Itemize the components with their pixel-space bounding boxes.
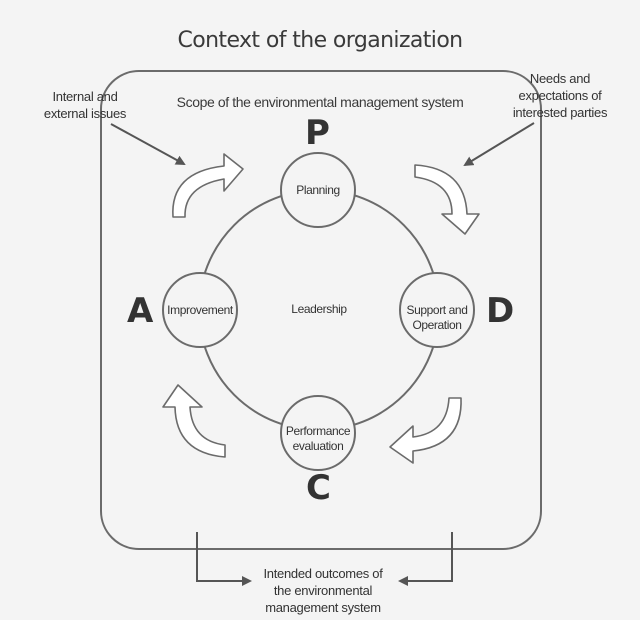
- check-node-circle: [280, 395, 356, 471]
- cycle-arrow-do-to-check: [389, 397, 462, 464]
- input-arrow-left: [110, 123, 186, 165]
- cycle-arrow-act-to-plan: [172, 153, 244, 218]
- plan-letter: P: [305, 113, 330, 153]
- act-node-label: Improvement: [160, 303, 240, 318]
- scope-boundary: [100, 70, 542, 550]
- cycle-arrow-plan-to-do: [414, 164, 480, 235]
- check-label-line-1: Performance: [285, 424, 351, 438]
- output-line-1: Intended outcomes of: [263, 566, 383, 581]
- cycle-arrow-check-to-act: [162, 384, 226, 458]
- input-left-line-2: external issues: [43, 106, 127, 121]
- scope-label: Scope of the environmental management sy…: [176, 94, 464, 110]
- check-letter: C: [306, 468, 331, 508]
- plan-label-line-1: Planning: [296, 183, 340, 197]
- act-letter: A: [127, 291, 154, 331]
- act-node-circle: [162, 272, 238, 348]
- do-label-line-1: Support and: [406, 303, 468, 317]
- input-left-label: Internal and external issues: [30, 88, 140, 122]
- input-right-line-2: expectations of: [518, 88, 602, 103]
- do-node-circle: [399, 272, 475, 348]
- output-arrow-right: [398, 532, 453, 586]
- input-arrow-right: [463, 122, 535, 167]
- act-label-line-1: Improvement: [167, 303, 233, 317]
- plan-node-label: Planning: [278, 183, 358, 198]
- do-letter: D: [486, 291, 515, 331]
- input-left-line-1: Internal and: [52, 89, 118, 104]
- check-label-line-2: evaluation: [292, 439, 344, 453]
- do-node-label: Support and Operation: [397, 303, 477, 333]
- output-line-2: the environmental: [273, 583, 373, 598]
- input-right-line-1: Needs and: [529, 71, 591, 86]
- input-right-label: Needs and expectations of interested par…: [498, 70, 622, 121]
- input-right-line-3: interested parties: [512, 105, 608, 120]
- plan-node-circle: [280, 152, 356, 228]
- diagram-title: Context of the organization: [177, 28, 463, 53]
- output-line-3: management system: [265, 600, 381, 615]
- do-label-line-2: Operation: [412, 318, 462, 332]
- check-node-label: Performance evaluation: [278, 424, 358, 454]
- output-arrow-left: [196, 532, 252, 586]
- center-label: Leadership: [291, 302, 347, 316]
- output-label: Intended outcomes of the environmental m…: [243, 565, 403, 616]
